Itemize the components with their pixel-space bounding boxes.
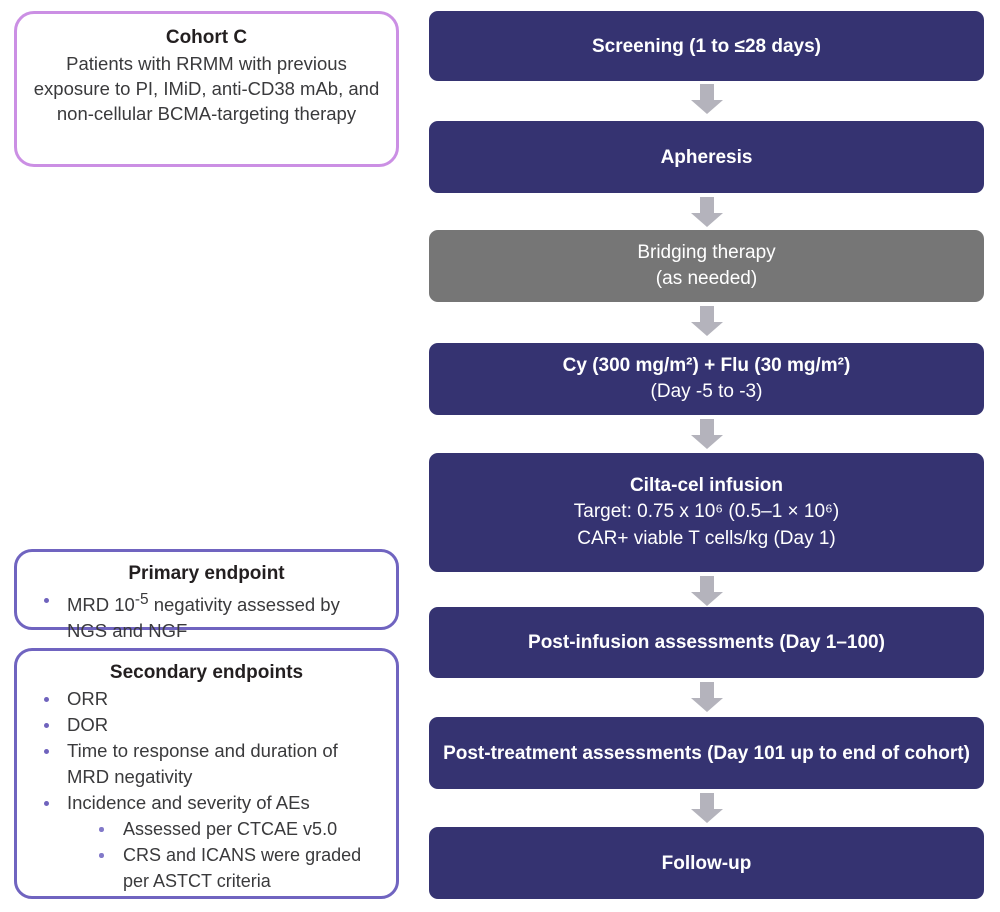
- flow-step-sublabel: (as needed): [655, 268, 758, 289]
- list-item: CRS and ICANS were graded per ASTCT crit…: [31, 842, 382, 894]
- bullet-dot-icon: [99, 827, 104, 832]
- cohort-title: Cohort C: [165, 27, 248, 48]
- flow-arrow-down-icon: [691, 84, 723, 114]
- primary-endpoint-superscript: -5: [134, 591, 149, 608]
- flow-arrow-down-icon: [691, 306, 723, 336]
- flow-step-post-infusion-assessments: Post-infusion assessments (Day 1–100): [429, 607, 984, 678]
- flow-step-lymphodepletion: Cy (300 mg/m²) + Flu (30 mg/m²) (Day -5 …: [429, 343, 984, 415]
- flow-step-sublabel: (Day -5 to -3): [650, 381, 763, 402]
- flow-step-label: Screening (1 to ≤28 days): [591, 35, 821, 57]
- flow-step-sublabel-cells: CAR+ viable T cells/kg (Day 1): [577, 528, 836, 549]
- study-design-flowchart: Screening (1 to ≤28 days) Apheresis Brid…: [429, 0, 984, 912]
- primary-endpoint-text-after: negativity assessed by NGS and NGF: [67, 594, 340, 642]
- flow-arrow-down-icon: [691, 197, 723, 227]
- bullet-dot-icon: [44, 697, 49, 702]
- flow-step-label: Cy (300 mg/m²) + Flu (30 mg/m²): [562, 355, 851, 376]
- list-item-label: CRS and ICANS were graded per ASTCT crit…: [123, 845, 362, 891]
- list-item-label: Incidence and severity of AEs: [67, 792, 310, 813]
- flow-arrow-down-icon: [691, 419, 723, 449]
- left-info-column: Cohort C Patients with RRMM with previou…: [0, 0, 410, 912]
- list-item-label: Time to response and duration of MRD neg…: [67, 740, 338, 787]
- primary-endpoint-list: MRD 10-5 negativity assessed by NGS and …: [31, 587, 382, 644]
- flow-arrow-down-icon: [691, 682, 723, 712]
- flow-step-post-treatment-assessments: Post-treatment assessments (Day 101 up t…: [429, 717, 984, 789]
- list-item: Time to response and duration of MRD neg…: [31, 738, 382, 790]
- primary-endpoint-text-before: MRD 10: [67, 594, 135, 616]
- list-item: MRD 10-5 negativity assessed by NGS and …: [31, 587, 382, 644]
- bullet-dot-icon: [44, 749, 49, 754]
- list-item-label: ORR: [67, 688, 109, 709]
- flow-step-cilta-cel-infusion: Cilta-cel infusion Target: 0.75 x 10⁶ (0…: [429, 453, 984, 572]
- flow-step-label: Apheresis: [660, 146, 753, 168]
- list-item: Incidence and severity of AEs: [31, 790, 382, 816]
- bullet-dot-icon: [44, 598, 49, 603]
- flow-arrow-down-icon: [691, 576, 723, 606]
- secondary-endpoints-list: ORR DOR Time to response and duration of…: [31, 686, 382, 894]
- primary-endpoint-card: Primary endpoint MRD 10-5 negativity ass…: [14, 549, 399, 641]
- flow-step-apheresis: Apheresis: [429, 121, 984, 193]
- flow-arrow-down-icon: [691, 793, 723, 823]
- list-item: Assessed per CTCAE v5.0: [31, 816, 382, 842]
- cohort-card: Cohort C Patients with RRMM with previou…: [14, 11, 399, 167]
- list-item-label: Assessed per CTCAE v5.0: [123, 819, 338, 839]
- flow-step-label: Follow-up: [661, 852, 752, 874]
- flow-step-label: Bridging therapy: [637, 242, 776, 263]
- list-item-label: DOR: [67, 714, 109, 735]
- bullet-dot-icon: [44, 723, 49, 728]
- flow-step-label: Cilta-cel infusion: [629, 475, 784, 496]
- bullet-dot-icon: [99, 853, 104, 858]
- flow-step-sublabel-dose: Target: 0.75 x 10⁶ (0.5–1 × 10⁶): [573, 501, 840, 522]
- cohort-description: Patients with RRMM with previous exposur…: [33, 53, 380, 124]
- flow-step-label: Post-infusion assessments (Day 1–100): [528, 632, 885, 653]
- bullet-dot-icon: [44, 801, 49, 806]
- secondary-endpoints-title: Secondary endpoints: [109, 662, 304, 683]
- list-item: DOR: [31, 712, 382, 738]
- list-item: ORR: [31, 686, 382, 712]
- flow-step-screening: Screening (1 to ≤28 days): [429, 11, 984, 81]
- secondary-endpoints-card: Secondary endpoints ORR DOR Time to resp…: [14, 648, 399, 899]
- flow-step-label: Post-treatment assessments (Day 101 up t…: [443, 742, 970, 764]
- primary-endpoint-title: Primary endpoint: [128, 563, 285, 584]
- flow-step-bridging-therapy: Bridging therapy (as needed): [429, 230, 984, 302]
- flow-step-follow-up: Follow-up: [429, 827, 984, 899]
